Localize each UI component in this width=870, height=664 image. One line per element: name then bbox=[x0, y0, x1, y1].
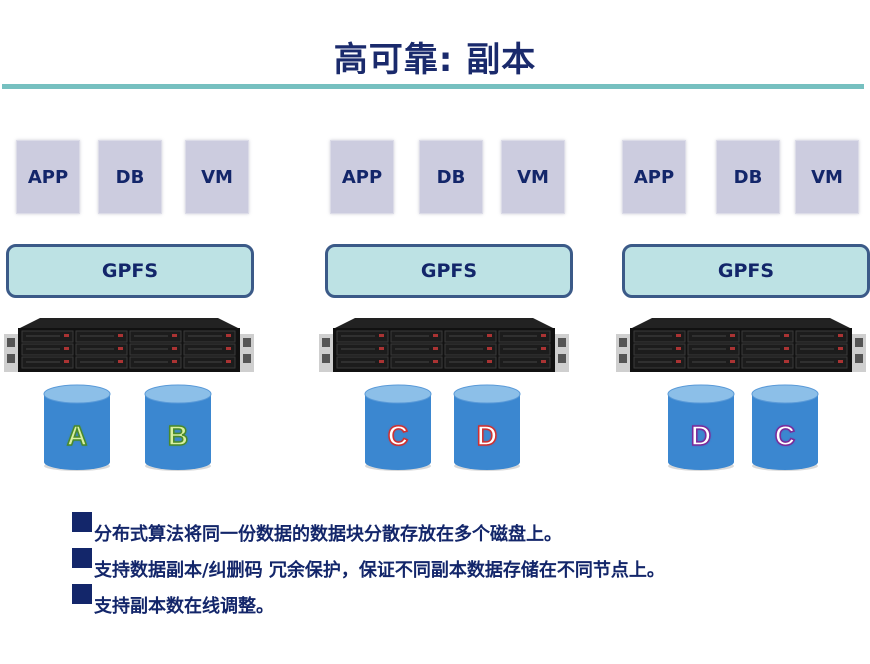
page-title: 高可靠: 副本 bbox=[333, 40, 537, 80]
title-divider bbox=[2, 84, 864, 89]
vm-box: VM bbox=[185, 140, 249, 214]
storage-node-1: APP DB VM GPFS bbox=[0, 140, 260, 480]
square-bullet-icon bbox=[72, 584, 92, 604]
disk: B bbox=[144, 384, 212, 472]
square-bullet-icon bbox=[72, 512, 92, 532]
server-icon bbox=[614, 316, 868, 376]
storage-node-3: APP DB VM GPFS bbox=[610, 140, 870, 480]
app-box: APP bbox=[330, 140, 394, 214]
app-box: APP bbox=[16, 140, 80, 214]
disk: A bbox=[43, 384, 111, 472]
bullet-item: 支持数据副本/纠删码 冗余保护，保证不同副本数据存储在不同节点上。 bbox=[72, 546, 665, 582]
vm-box: VM bbox=[795, 140, 859, 214]
gpfs-layer: GPFS bbox=[325, 244, 573, 298]
disk-label: C bbox=[387, 419, 409, 452]
disk-label: A bbox=[66, 419, 88, 452]
vm-box: VM bbox=[501, 140, 565, 214]
gpfs-layer: GPFS bbox=[6, 244, 254, 298]
server-icon bbox=[2, 316, 256, 376]
square-bullet-icon bbox=[72, 548, 92, 568]
bullet-item: 分布式算法将同一份数据的数据块分散存放在多个磁盘上。 bbox=[72, 510, 665, 546]
disk: D bbox=[667, 384, 735, 472]
disk-label: D bbox=[690, 419, 712, 452]
storage-node-2: APP DB VM GPFS bbox=[315, 140, 575, 480]
disk: C bbox=[751, 384, 819, 472]
disk: C bbox=[364, 384, 432, 472]
bullet-list: 分布式算法将同一份数据的数据块分散存放在多个磁盘上。 支持数据副本/纠删码 冗余… bbox=[72, 510, 665, 618]
disk: D bbox=[453, 384, 521, 472]
disk-label: D bbox=[476, 419, 498, 452]
server-icon bbox=[317, 316, 571, 376]
app-box: APP bbox=[622, 140, 686, 214]
disk-label: B bbox=[167, 419, 189, 452]
db-box: DB bbox=[716, 140, 780, 214]
gpfs-layer: GPFS bbox=[622, 244, 870, 298]
db-box: DB bbox=[419, 140, 483, 214]
db-box: DB bbox=[98, 140, 162, 214]
disk-label: C bbox=[774, 419, 796, 452]
bullet-item: 支持副本数在线调整。 bbox=[72, 582, 665, 618]
